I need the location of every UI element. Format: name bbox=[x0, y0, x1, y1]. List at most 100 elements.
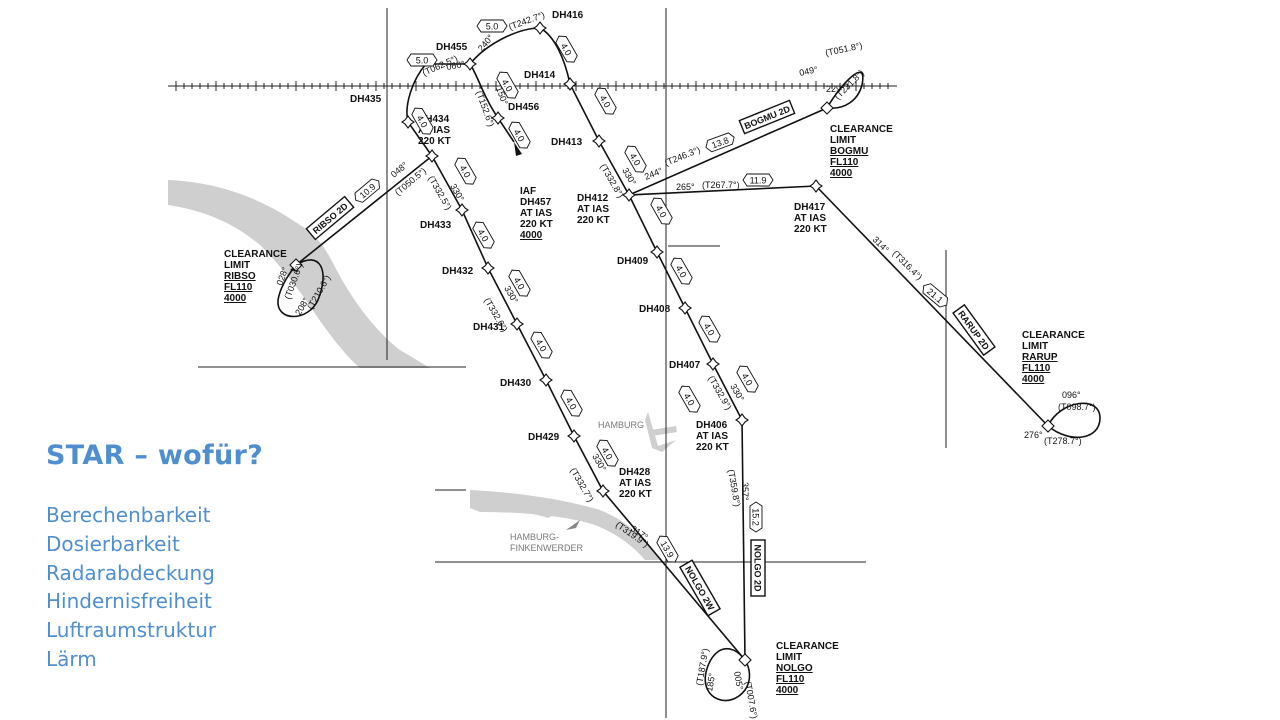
waypoint-label-dh429: DH429 bbox=[528, 432, 560, 443]
city-finkenwerder-2: FINKENWERDER bbox=[510, 543, 584, 553]
clearance-limit-rarup: LIMIT bbox=[1022, 341, 1048, 352]
distance-box: 4.0 bbox=[472, 221, 495, 249]
distance-box: 11.9 bbox=[742, 173, 774, 187]
waypoint-symbol-dh429 bbox=[567, 429, 581, 443]
waypoint-label-iaf: 4000 bbox=[520, 230, 543, 241]
bearing-label: (T267.7°) bbox=[702, 180, 740, 190]
svg-text:RIBSO 2D: RIBSO 2D bbox=[311, 201, 350, 236]
clearance-limit-rarup: RARUP bbox=[1022, 352, 1058, 363]
waypoint-symbol-dh456 bbox=[491, 111, 505, 125]
clearance-limit-nolgo: 4000 bbox=[776, 685, 799, 696]
bearing-label: (T332.9°) bbox=[706, 374, 733, 412]
bearing-label: 229° bbox=[826, 84, 845, 94]
waypoint-label-dh428: AT IAS bbox=[619, 478, 651, 489]
clearance-limit-bogmu: CLEARANCE bbox=[830, 124, 893, 135]
distance-box: 4.0 bbox=[594, 87, 617, 115]
svg-text:5.0: 5.0 bbox=[486, 22, 499, 32]
waypoint-label-dh435: DH435 bbox=[350, 94, 382, 105]
bearing-label: 049° bbox=[798, 64, 819, 78]
waypoint-label-dh417: AT IAS bbox=[794, 213, 826, 224]
waypoint-label-iaf: DH457 bbox=[520, 197, 552, 208]
route-name-box: RARUP 2D bbox=[952, 303, 996, 357]
distance-box: 4.0 bbox=[530, 331, 553, 359]
svg-text:15.2: 15.2 bbox=[751, 508, 761, 526]
waypoint-symbol-dh407 bbox=[706, 357, 720, 371]
svg-text:11.9: 11.9 bbox=[750, 176, 767, 186]
waypoint-symbol-dh435 bbox=[401, 115, 415, 129]
distance-box: 4.0 bbox=[411, 107, 434, 135]
waypoint-label-dh432: DH432 bbox=[442, 266, 474, 277]
bearing-label: 060° bbox=[446, 59, 466, 72]
route-name-box: NOLGO 2D bbox=[750, 539, 766, 597]
waypoint-symbol-dh416 bbox=[533, 21, 547, 35]
distance-box: 10.9 bbox=[354, 178, 380, 203]
reason-item: Hindernisfreiheit bbox=[46, 589, 212, 614]
clearance-limit-ribso: 4000 bbox=[224, 293, 247, 304]
bearing-label: 185° bbox=[704, 672, 717, 692]
chart-grid bbox=[168, 8, 947, 718]
bearing-label: 244° bbox=[643, 165, 664, 181]
clearance-limit-nolgo: CLEARANCE bbox=[776, 641, 839, 652]
clearance-fix-symbol bbox=[289, 258, 303, 272]
clearance-limit-labels: CLEARANCELIMITRIBSOFL1104000CLEARANCELIM… bbox=[224, 124, 1085, 696]
distance-boxes: 5.05.04.04.04.04.04.04.04.04.04.04.04.04… bbox=[354, 19, 948, 563]
distance-box: 4.0 bbox=[508, 121, 531, 149]
distance-box: 4.0 bbox=[678, 385, 701, 413]
waypoint-label-dh430: DH430 bbox=[500, 378, 532, 389]
clearance-limit-rarup: FL110 bbox=[1022, 363, 1051, 374]
bearing-label: (T316.4°) bbox=[891, 248, 925, 282]
waypoint-label-dh406: 220 KT bbox=[696, 442, 729, 453]
distance-box: 4.0 bbox=[698, 315, 721, 343]
waypoint-label-dh407: DH407 bbox=[669, 360, 701, 371]
distance-box: 4.0 bbox=[736, 365, 759, 393]
waypoint-label-dh434: AT IAS bbox=[418, 125, 450, 136]
waypoint-label-dh414: DH414 bbox=[524, 70, 556, 81]
slide-title: STAR – wofür? bbox=[46, 440, 264, 471]
distance-box: 4.0 bbox=[624, 145, 647, 173]
distance-box: 15.2 bbox=[749, 501, 763, 533]
waypoint-symbol-dh409 bbox=[650, 245, 664, 259]
waypoint-label-dh412: DH412 bbox=[577, 193, 609, 204]
waypoint-label-dh412: AT IAS bbox=[577, 204, 609, 215]
waypoint-label-iaf: 220 KT bbox=[520, 219, 553, 230]
distance-box: 4.0 bbox=[555, 35, 578, 63]
river-elbe-west bbox=[168, 180, 430, 368]
reason-list: Berechenbarkeit Dosierbarkeit Radarabdec… bbox=[46, 501, 346, 674]
slide-text-panel: STAR – wofür? Berechenbarkeit Dosierbark… bbox=[46, 440, 346, 674]
bearing-label: (T246.3°) bbox=[663, 144, 702, 167]
city-finkenwerder-1: HAMBURG- bbox=[510, 532, 559, 542]
waypoint-label-dh409: DH409 bbox=[617, 256, 649, 267]
distance-box: 4.0 bbox=[650, 197, 673, 225]
airport-hamburg-symbol bbox=[645, 412, 677, 452]
svg-text:NOLGO 2D: NOLGO 2D bbox=[753, 544, 763, 592]
clearance-limit-nolgo: LIMIT bbox=[776, 652, 802, 663]
waypoint-label-dh416: DH416 bbox=[552, 10, 584, 21]
waypoint-symbol-dh414 bbox=[563, 77, 577, 91]
clearance-limit-ribso: FL110 bbox=[224, 282, 253, 293]
waypoint-symbol-dh455 bbox=[463, 57, 477, 71]
waypoint-label-dh455: DH455 bbox=[436, 42, 468, 53]
river-elbe-south bbox=[470, 490, 660, 560]
reason-item: Berechenbarkeit bbox=[46, 503, 211, 527]
waypoint-label-dh428: DH428 bbox=[619, 467, 651, 478]
waypoint-symbol-dh413 bbox=[592, 134, 606, 148]
clearance-limit-rarup: CLEARANCE bbox=[1022, 330, 1085, 341]
waypoint-symbol-dh412 bbox=[622, 188, 636, 202]
route-name-box: BOGMU 2D bbox=[738, 99, 796, 135]
bearing-label: 357° bbox=[740, 482, 750, 501]
waypoint-symbol-dh431 bbox=[510, 317, 524, 331]
waypoint-label-dh412: 220 KT bbox=[577, 215, 610, 226]
waypoint-label-dh406: DH406 bbox=[696, 420, 728, 431]
waypoint-symbol-dh408 bbox=[678, 301, 692, 315]
city-hamburg: HAMBURG bbox=[598, 420, 644, 430]
bearing-label: (T051.8°) bbox=[824, 40, 863, 58]
clearance-limit-nolgo: NOLGO bbox=[776, 663, 813, 674]
airport-finkenwerder-icon bbox=[566, 520, 580, 530]
waypoint-label-dh428: 220 KT bbox=[619, 489, 652, 500]
bearing-label: 276° bbox=[1024, 430, 1043, 440]
clearance-fix-symbol bbox=[738, 653, 752, 667]
distance-box: 13.9 bbox=[656, 535, 679, 563]
